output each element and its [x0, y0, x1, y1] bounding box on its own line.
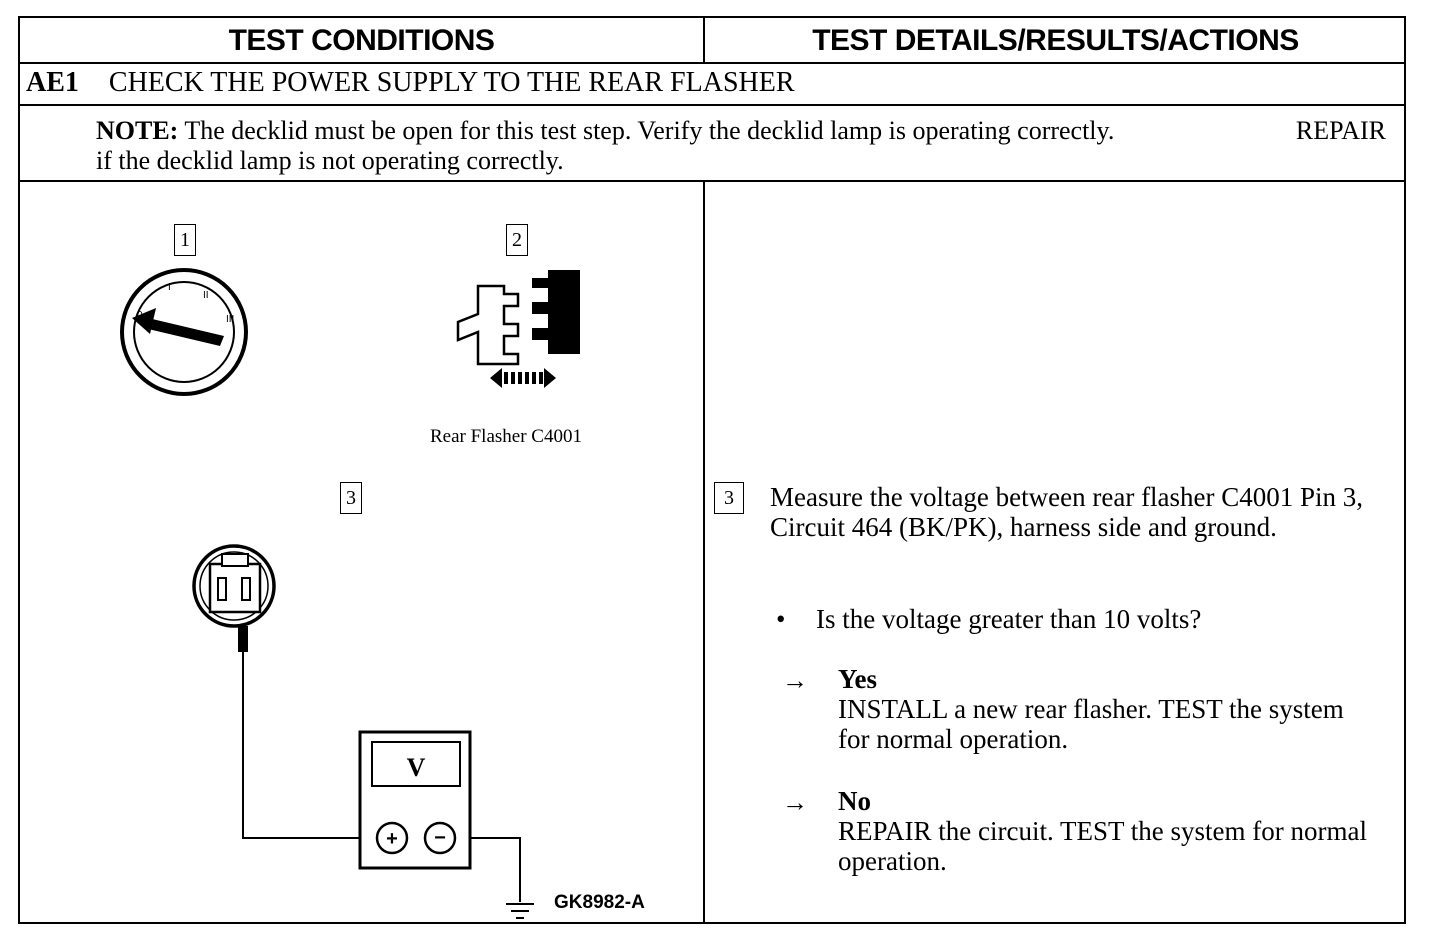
header-test-conditions: TEST CONDITIONS — [20, 18, 705, 62]
note-line1-tail: REPAIR — [1295, 116, 1386, 145]
test-details-column: 3 Measure the voltage between rear flash… — [706, 182, 1406, 924]
yes-arrow: → — [782, 666, 808, 695]
switch-mark-off: 0 — [137, 310, 143, 321]
test-conditions-diagram: 1 2 3 0 I II III — [20, 182, 703, 924]
meter-display-v: V — [407, 753, 426, 782]
no-label: No — [838, 786, 871, 816]
step-id: AE1 — [26, 67, 79, 98]
step-title: CHECK THE POWER SUPPLY TO THE REAR FLASH… — [108, 67, 795, 98]
callout-3: 3 — [340, 482, 362, 514]
note-line2: if the decklid lamp is not operating cor… — [96, 146, 564, 175]
switch-mark-1: I — [168, 282, 171, 293]
callout-2: 2 — [506, 224, 528, 256]
yes-result: Yes INSTALL a new rear flasher. TEST the… — [838, 664, 1378, 754]
ignition-switch-icon: 0 I II III — [120, 268, 248, 396]
test-step-table: TEST CONDITIONS TEST DETAILS/RESULTS/ACT… — [18, 16, 1406, 924]
switch-mark-3: III — [226, 314, 234, 325]
bullet: • — [776, 604, 786, 634]
no-result: No REPAIR the circuit. TEST the system f… — [838, 786, 1378, 876]
diagram-artwork: 0 I II III — [120, 268, 580, 919]
no-action: REPAIR the circuit. TEST the system for … — [838, 816, 1367, 876]
measure-instruction: Measure the voltage between rear flasher… — [770, 482, 1364, 542]
connector-label: Rear Flasher C4001 — [430, 426, 582, 447]
note-line1: The decklid must be open for this test s… — [184, 116, 1115, 145]
step-heading: AE1 CHECK THE POWER SUPPLY TO THE REAR FL… — [26, 66, 795, 100]
no-arrow: → — [782, 788, 808, 817]
voltmeter-icon: V + − — [358, 730, 472, 870]
yes-label: Yes — [838, 664, 877, 694]
yes-action: INSTALL a new rear flasher. TEST the sys… — [838, 694, 1344, 754]
divider — [20, 104, 1404, 106]
callout-1: 1 — [174, 224, 196, 256]
connector-icon — [456, 270, 580, 388]
test-leads — [242, 652, 521, 902]
header-test-details: TEST DETAILS/RESULTS/ACTIONS — [812, 24, 1299, 57]
meter-plus-terminal: + — [386, 828, 398, 850]
details-callout-3: 3 — [714, 482, 744, 514]
divider — [20, 62, 1404, 64]
note-block: NOTE: The decklid must be open for this … — [96, 116, 1396, 176]
harness-connector-icon — [192, 544, 276, 652]
column-divider — [703, 182, 705, 924]
note-label: NOTE: — [96, 116, 179, 145]
divider — [20, 180, 1404, 182]
question-text: Is the voltage greater than 10 volts? — [816, 604, 1202, 634]
switch-mark-2: II — [203, 290, 209, 301]
ground-icon — [506, 903, 534, 919]
meter-minus-terminal: − — [434, 827, 446, 849]
question: • Is the voltage greater than 10 volts? — [776, 604, 1201, 634]
figure-id: GK8982-A — [554, 892, 645, 913]
